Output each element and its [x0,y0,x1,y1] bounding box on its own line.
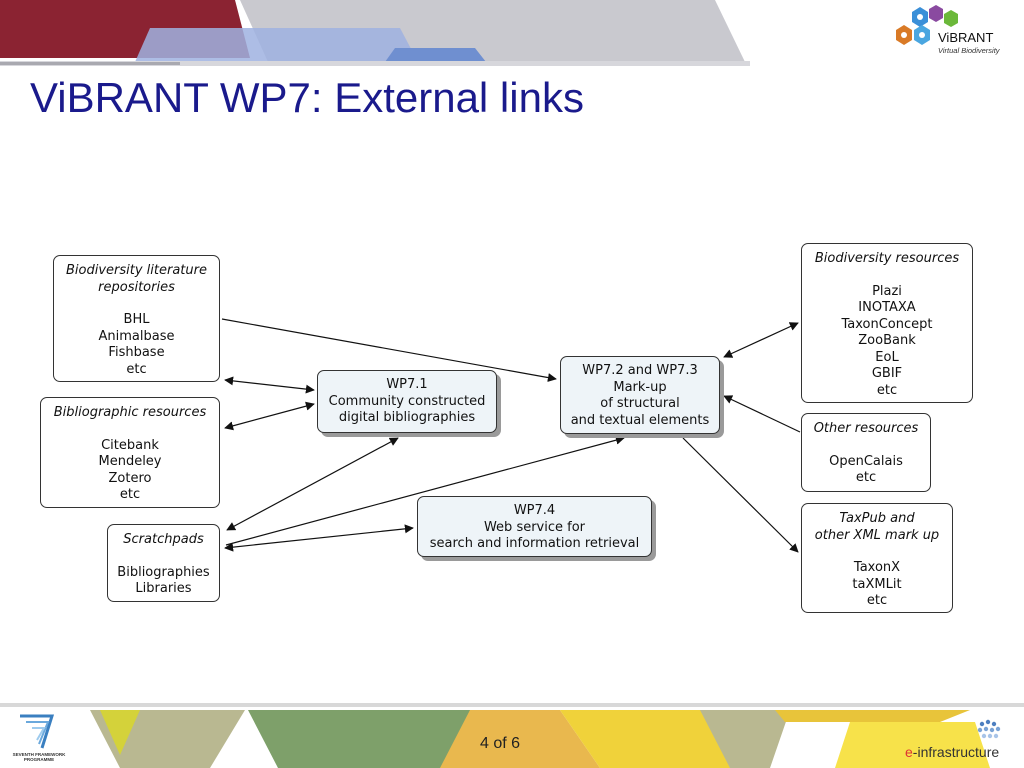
edge-scratchpads-wp71 [226,437,399,531]
box-item: Mendeley [98,454,162,469]
einfrastructure-label: e-infrastructure [905,744,999,760]
box-item: Libraries [135,581,192,596]
einfra-suffix: -infrastructure [912,744,1000,760]
box-item: GBIF [871,366,903,381]
wp-line: Community constructed [328,393,486,409]
edge-bibliographic-wp71 [224,401,315,431]
box-item: ZooBank [858,333,916,348]
einfrastructure-logo-icon [977,719,1001,739]
wp-line: search and information retrieval [429,536,640,551]
slide-title: ViBRANT WP7: External links [30,74,584,121]
fp7-label: SEVENTH FRAMEWORK PROGRAMME [12,752,66,762]
box-header: Bibliographic resources [53,405,207,420]
box-item: taXMLit [852,576,902,592]
wp-line: Mark-up [613,379,667,395]
box-item: Animalbase [98,328,175,344]
box-item: OpenCalais [829,453,903,469]
target-box-biodiversity-resources: Biodiversity resources Plazi INOTAXA Tax… [801,243,973,403]
source-box-bibliographic-resources: Bibliographic resources Citebank Mendele… [40,397,220,508]
page-number: 4 of 6 [480,735,521,752]
box-item: etc [855,470,877,485]
box-item: Zotero [108,470,152,486]
box-item: TaxonX [853,560,901,575]
box-header: Scratchpads [123,532,204,547]
box-header: repositories [98,279,175,295]
box-item: BHL [123,312,150,327]
target-box-taxpub: TaxPub and other XML mark up TaxonX taXM… [801,503,953,613]
header-banner [0,0,750,66]
vibrant-logo-icon [896,5,958,45]
box-item: Bibliographies [117,564,210,580]
wp-line: WP7.2 and WP7.3 [582,363,698,378]
edge-literature-to-markup [221,318,557,382]
box-header: Biodiversity literature [65,263,207,278]
wp-box-wp7-4: WP7.4 Web service for search and informa… [417,496,652,557]
box-header: Biodiversity resources [814,251,960,266]
fp7-emblem-icon [12,710,72,752]
wp-line: digital bibliographies [338,410,476,425]
box-item: etc [876,382,898,398]
box-item: Fishbase [108,345,165,360]
box-item: etc [119,487,141,502]
source-box-scratchpads: Scratchpads Bibliographies Libraries [107,524,220,602]
einfra-prefix: e [905,744,913,760]
wp-line: and textual elements [570,412,710,428]
box-header: TaxPub and [839,511,915,526]
box-header: other XML mark up [814,527,940,543]
box-item: EoL [875,349,899,365]
wp-line: Web service for [483,519,586,535]
wp-line: WP7.4 [513,503,556,518]
edge-scratchpads-wp74 [224,524,414,552]
footer-banner [0,703,1024,768]
edge-markup-biodiv [723,322,799,358]
wp-line: WP7.1 [386,377,428,392]
logo-tagline: Virtual Biodiversity [938,46,1000,55]
edge-other-to-markup [723,395,801,433]
wp-box-wp7-1: WP7.1 Community constructed digital bibl… [317,370,497,433]
logo-name: ViBRANT [938,30,994,45]
wp-box-wp7-2-7-3: WP7.2 and WP7.3 Mark-up of structural an… [560,356,720,434]
edge-literature-wp71 [224,376,315,394]
box-item: TaxonConcept [841,316,933,332]
box-item: etc [866,593,888,608]
wp-line: of structural [600,396,680,411]
source-box-biodiversity-literature: Biodiversity literature repositories BHL… [53,255,220,382]
target-box-other-resources: Other resources OpenCalais etc [801,413,931,492]
edge-markup-to-taxpub [682,437,799,553]
box-item: Citebank [101,437,159,453]
box-item: INOTAXA [858,300,916,315]
box-header: Other resources [813,421,919,436]
box-item: Plazi [872,283,902,299]
box-item: etc [126,361,147,377]
